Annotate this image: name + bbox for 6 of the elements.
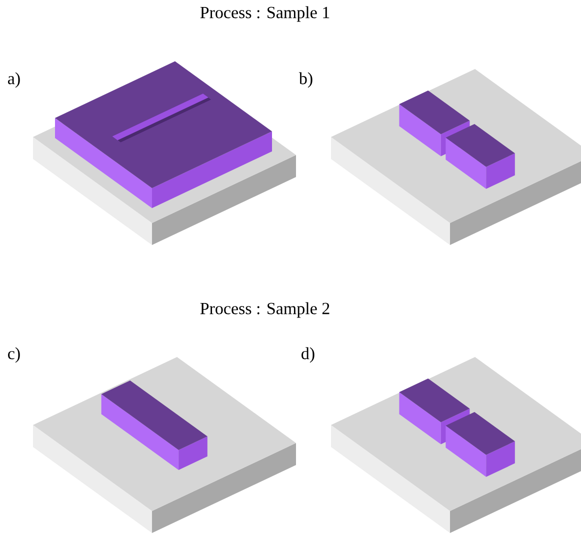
panel-label: a) (8, 72, 20, 88)
heading: Process : Sample 1 (200, 6, 330, 22)
panel-label: b) (298, 72, 312, 88)
panel-label: d) (302, 347, 314, 363)
panel-label: c) (8, 347, 20, 363)
heading: Process : Sample 2 (200, 302, 330, 318)
